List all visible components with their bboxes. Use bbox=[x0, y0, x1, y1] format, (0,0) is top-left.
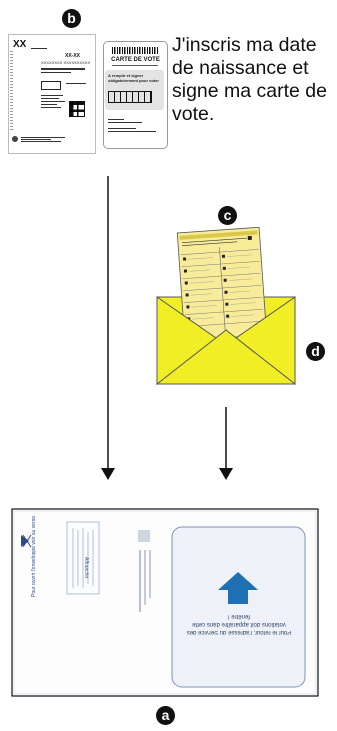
letter-header-code: XX bbox=[13, 39, 27, 50]
arrow-letter-head bbox=[101, 468, 115, 480]
letter-ballot-code: XXXXXXXX XXXXXXXXXX bbox=[41, 60, 91, 65]
blue-arrow-icon bbox=[218, 572, 258, 604]
arrow-envelope-head bbox=[219, 468, 233, 480]
return-address-lines bbox=[138, 530, 151, 612]
letter-qr-code-icon bbox=[69, 101, 85, 117]
return-envelope-window bbox=[171, 526, 306, 688]
voting-letter: XX XX-XX XXXXXXXX XXXXXXXXXX bbox=[8, 34, 96, 154]
envelope-bottom-flap bbox=[155, 329, 297, 385]
marker-c: c bbox=[218, 206, 237, 225]
card-title-underline bbox=[112, 65, 158, 66]
letter-address-lines bbox=[41, 93, 67, 110]
letter-margin-text bbox=[10, 51, 13, 131]
card-form-area: A remplir et signer obligatoirement pour… bbox=[105, 70, 164, 110]
card-text-lines bbox=[108, 117, 164, 134]
instruction-text: J'inscris ma date de naissance et signe … bbox=[172, 34, 328, 125]
return-envelope-left-text-wrap: Pour ouvrir l'enveloppe voir au verso bbox=[19, 475, 37, 597]
letter-emblem-icon bbox=[12, 136, 18, 142]
voting-card: CARTE DE VOTE A remplir et signer obliga… bbox=[103, 41, 168, 149]
stamp-label: Affranchir bbox=[83, 557, 89, 579]
return-envelope-left-text: Pour ouvrir l'enveloppe voir au verso bbox=[31, 516, 37, 597]
stamp-label-wrap: Affranchir bbox=[69, 527, 97, 589]
letter-text-lines bbox=[41, 66, 91, 75]
card-instruction: A remplir et signer obligatoirement pour… bbox=[108, 73, 159, 83]
card-title: CARTE DE VOTE bbox=[111, 57, 160, 63]
return-envelope-left-marks bbox=[21, 534, 32, 548]
stamp-box-lines bbox=[72, 528, 94, 588]
letter-signature-line bbox=[66, 83, 86, 84]
window-instruction-text: Pour le retour, l'adresse du Service des… bbox=[186, 613, 292, 635]
card-birthdate-boxes bbox=[108, 91, 152, 103]
letter-ref-code: XX-XX bbox=[65, 53, 81, 59]
ballot-paper bbox=[176, 226, 268, 342]
marker-b: b bbox=[62, 9, 81, 28]
card-barcode-icon bbox=[112, 47, 158, 54]
return-envelope-inner bbox=[13, 510, 317, 695]
marker-d: d bbox=[306, 342, 325, 361]
letter-footer-lines bbox=[21, 136, 69, 143]
letter-date-box bbox=[41, 81, 61, 90]
letter-header-line bbox=[31, 48, 47, 49]
marker-a: a bbox=[156, 706, 175, 725]
